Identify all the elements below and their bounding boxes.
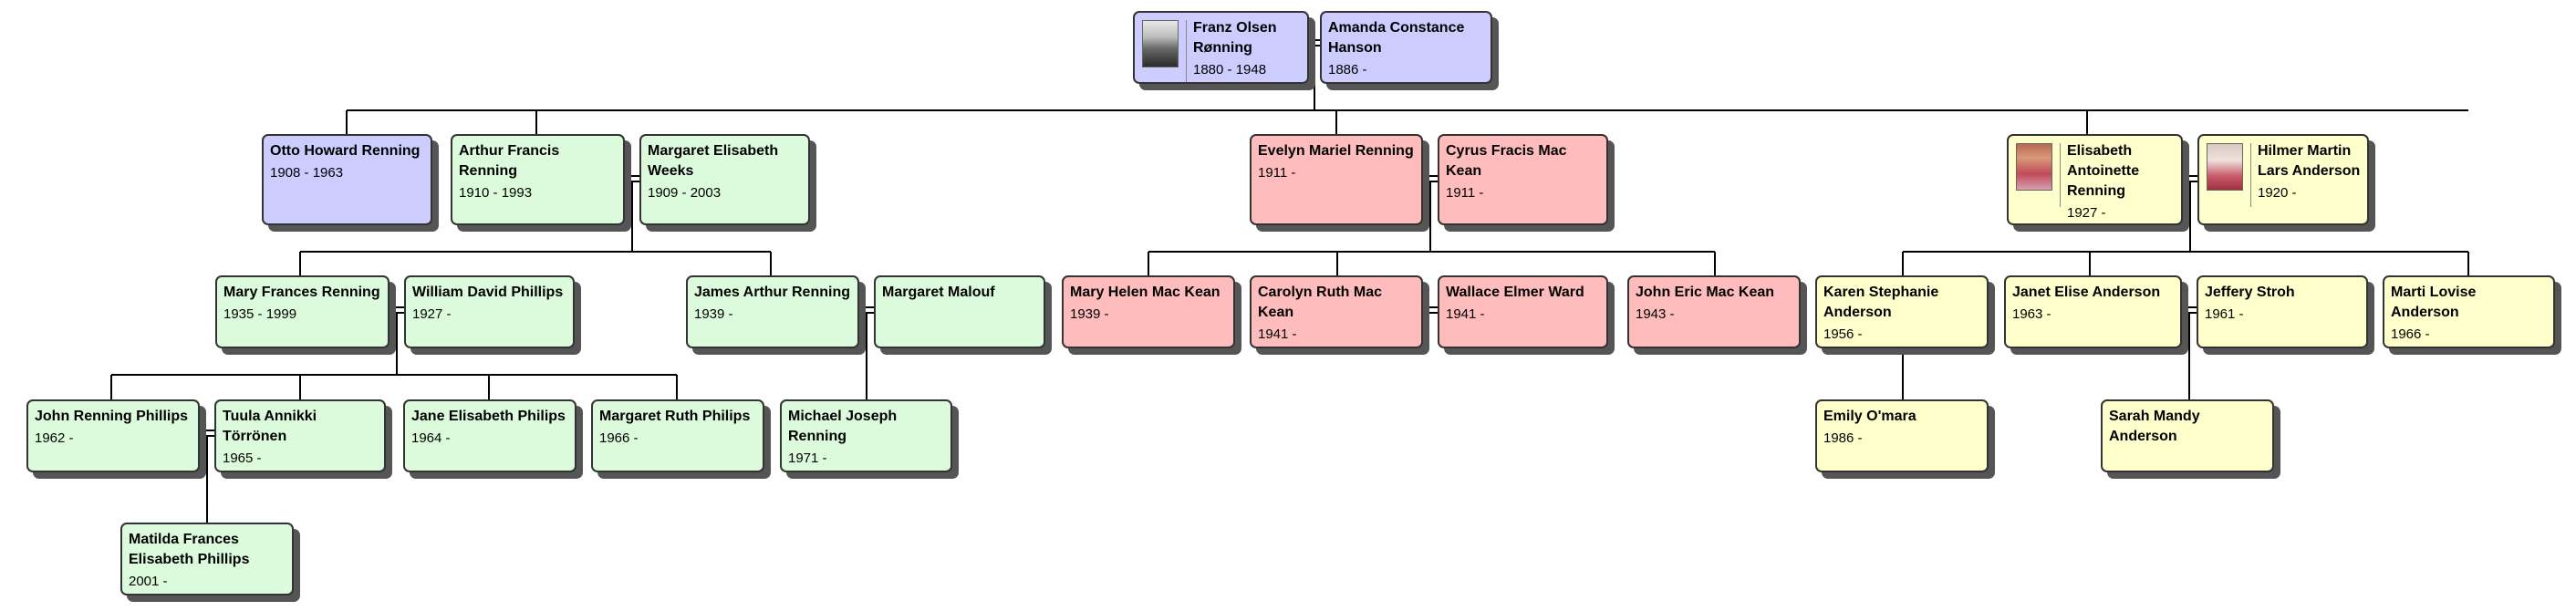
person-name: Hilmer Martin Lars Anderson <box>2258 143 2361 179</box>
person-name: James Arthur Renning <box>694 285 850 300</box>
person-name: Amanda Constance Hanson <box>1328 20 1465 56</box>
person-name: Mary Frances Renning <box>223 285 380 300</box>
person-name: Wallace Elmer Ward <box>1446 285 1584 300</box>
person-dates: 1941 - <box>1258 326 1297 342</box>
person-dates: 1908 - 1963 <box>270 165 344 181</box>
person-dates: 1910 - 1993 <box>459 185 533 201</box>
person-dates: 1927 - <box>2067 205 2106 221</box>
person-name: Marti Lovise Anderson <box>2391 285 2477 320</box>
person-name: Margaret Ruth Philips <box>599 409 751 424</box>
person-dates: 1911 - <box>1446 185 1484 201</box>
portrait-photo-icon <box>1142 20 1179 67</box>
person-card-michael[interactable]: Michael Joseph Renning 1971 - <box>780 399 952 472</box>
person-name: Sarah Mandy Anderson <box>2109 409 2200 444</box>
person-dates: 1986 - <box>1823 430 1863 446</box>
person-name: Margaret Elisabeth Weeks <box>648 143 779 179</box>
person-card-tuula[interactable]: Tuula Annikki Törrönen 1965 - <box>214 399 386 472</box>
person-card-amanda[interactable]: Amanda Constance Hanson 1886 - <box>1320 11 1492 84</box>
person-card-william[interactable]: William David Phillips 1927 - <box>404 275 575 348</box>
person-name: Tuula Annikki Törrönen <box>223 409 317 444</box>
portrait-photo-icon <box>2207 143 2243 191</box>
person-dates: 1880 - 1948 <box>1193 62 1267 78</box>
person-name: Michael Joseph Renning <box>788 409 898 444</box>
person-card-emily[interactable]: Emily O'mara 1986 - <box>1815 399 1989 472</box>
person-dates: 1941 - <box>1446 306 1485 322</box>
person-dates: 1927 - <box>412 306 452 322</box>
person-dates: 1943 - <box>1636 306 1675 322</box>
person-card-jane[interactable]: Jane Elisabeth Philips 1964 - <box>403 399 576 472</box>
person-dates: 1909 - 2003 <box>648 185 722 201</box>
person-dates: 1886 - <box>1328 62 1367 78</box>
person-card-mary-frances[interactable]: Mary Frances Renning 1935 - 1999 <box>215 275 390 348</box>
person-card-evelyn[interactable]: Evelyn Mariel Renning 1911 - <box>1250 134 1423 225</box>
person-dates: 2001 - <box>129 574 168 589</box>
person-name: Franz Olsen Rønning <box>1193 20 1277 56</box>
person-card-margaret-weeks[interactable]: Margaret Elisabeth Weeks 1909 - 2003 <box>639 134 810 225</box>
person-name: Matilda Frances Elisabeth Phillips <box>129 532 250 567</box>
person-dates: 1911 - <box>1258 165 1296 181</box>
person-dates: 1971 - <box>788 450 827 466</box>
person-dates: 1965 - <box>223 450 262 466</box>
person-name: John Eric Mac Kean <box>1636 285 1775 300</box>
person-card-cyrus[interactable]: Cyrus Fracis Mac Kean 1911 - <box>1438 134 1608 225</box>
person-dates: 1963 - <box>2012 306 2051 322</box>
person-dates: 1920 - <box>2258 185 2297 201</box>
person-dates: 1966 - <box>2391 326 2430 342</box>
person-name: Cyrus Fracis Mac Kean <box>1446 143 1567 179</box>
portrait-photo-icon <box>2016 143 2052 191</box>
person-dates: 1966 - <box>599 430 639 446</box>
person-card-hilmer[interactable]: Hilmer Martin Lars Anderson 1920 - <box>2197 134 2369 225</box>
person-dates: 1961 - <box>2205 306 2244 322</box>
person-dates: 1939 - <box>1070 306 1109 322</box>
person-card-otto[interactable]: Otto Howard Renning 1908 - 1963 <box>262 134 432 225</box>
person-name: Elisabeth Antoinette Renning <box>2067 143 2140 199</box>
person-card-john-renning[interactable]: John Renning Phillips 1962 - <box>26 399 200 472</box>
person-name: Jeffery Stroh <box>2205 285 2295 300</box>
person-card-janet[interactable]: Janet Elise Anderson 1963 - <box>2004 275 2182 348</box>
person-name: Arthur Francis Renning <box>459 143 560 179</box>
person-dates: 1956 - <box>1823 326 1863 342</box>
person-card-mary-helen[interactable]: Mary Helen Mac Kean 1939 - <box>1062 275 1235 348</box>
person-card-sarah[interactable]: Sarah Mandy Anderson <box>2101 399 2274 472</box>
person-name: John Renning Phillips <box>35 409 188 424</box>
person-dates: 1939 - <box>694 306 733 322</box>
person-name: William David Phillips <box>412 285 564 300</box>
person-name: Mary Helen Mac Kean <box>1070 285 1220 300</box>
person-name: Emily O'mara <box>1823 409 1916 424</box>
person-card-elisabeth[interactable]: Elisabeth Antoinette Renning 1927 - <box>2007 134 2183 225</box>
person-name: Evelyn Mariel Renning <box>1258 143 1414 159</box>
person-card-jeffery[interactable]: Jeffery Stroh 1961 - <box>2197 275 2368 348</box>
person-card-karen[interactable]: Karen Stephanie Anderson 1956 - <box>1815 275 1989 348</box>
person-dates: 1964 - <box>411 430 451 446</box>
person-name: Otto Howard Renning <box>270 143 421 159</box>
person-dates: 1935 - 1999 <box>223 306 297 322</box>
person-name: Janet Elise Anderson <box>2012 285 2161 300</box>
person-card-margaret-ruth[interactable]: Margaret Ruth Philips 1966 - <box>591 399 764 472</box>
person-card-carolyn[interactable]: Carolyn Ruth Mac Kean 1941 - <box>1250 275 1423 348</box>
person-card-matilda[interactable]: Matilda Frances Elisabeth Phillips 2001 … <box>120 523 294 595</box>
person-card-franz[interactable]: Franz Olsen Rønning 1880 - 1948 <box>1133 11 1309 84</box>
person-card-wallace[interactable]: Wallace Elmer Ward 1941 - <box>1438 275 1608 348</box>
person-card-margaret-malouf[interactable]: Margaret Malouf <box>874 275 1045 348</box>
person-card-john-eric[interactable]: John Eric Mac Kean 1943 - <box>1627 275 1801 348</box>
person-name: Margaret Malouf <box>882 285 995 300</box>
person-name: Jane Elisabeth Philips <box>411 409 566 424</box>
person-name: Carolyn Ruth Mac Kean <box>1258 285 1383 320</box>
person-name: Karen Stephanie Anderson <box>1823 285 1939 320</box>
person-card-james[interactable]: James Arthur Renning 1939 - <box>686 275 859 348</box>
person-card-marti[interactable]: Marti Lovise Anderson 1966 - <box>2383 275 2555 348</box>
person-card-arthur[interactable]: Arthur Francis Renning 1910 - 1993 <box>451 134 625 225</box>
person-dates: 1962 - <box>35 430 74 446</box>
